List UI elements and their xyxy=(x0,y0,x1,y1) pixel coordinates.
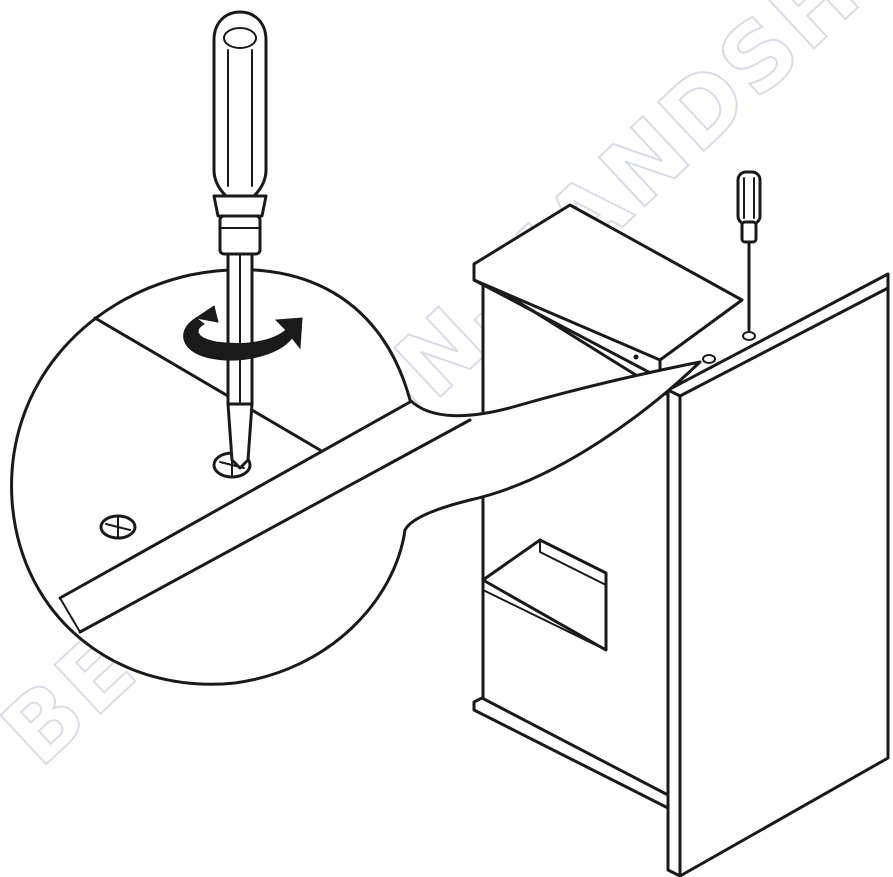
screw-installed xyxy=(99,514,137,540)
screwdriver-handle xyxy=(212,10,268,198)
screw-head-small xyxy=(742,331,756,341)
detail-callout-outline xyxy=(10,268,702,686)
rotation-arrow-icon xyxy=(183,305,303,361)
board-front-edge xyxy=(58,400,412,600)
cabinet-side-panel xyxy=(666,272,890,877)
board-joint-line xyxy=(93,316,322,452)
detail-callout xyxy=(10,268,702,686)
screwdriver-tip xyxy=(226,402,254,470)
screw-hole-top xyxy=(702,354,716,364)
cabinet xyxy=(472,203,890,877)
small-screwdriver xyxy=(736,170,762,332)
large-screwdriver xyxy=(212,10,268,470)
board-front-edge-lower xyxy=(78,418,472,634)
cabinet-top-board xyxy=(472,203,744,362)
cabinet-opening xyxy=(481,538,608,652)
